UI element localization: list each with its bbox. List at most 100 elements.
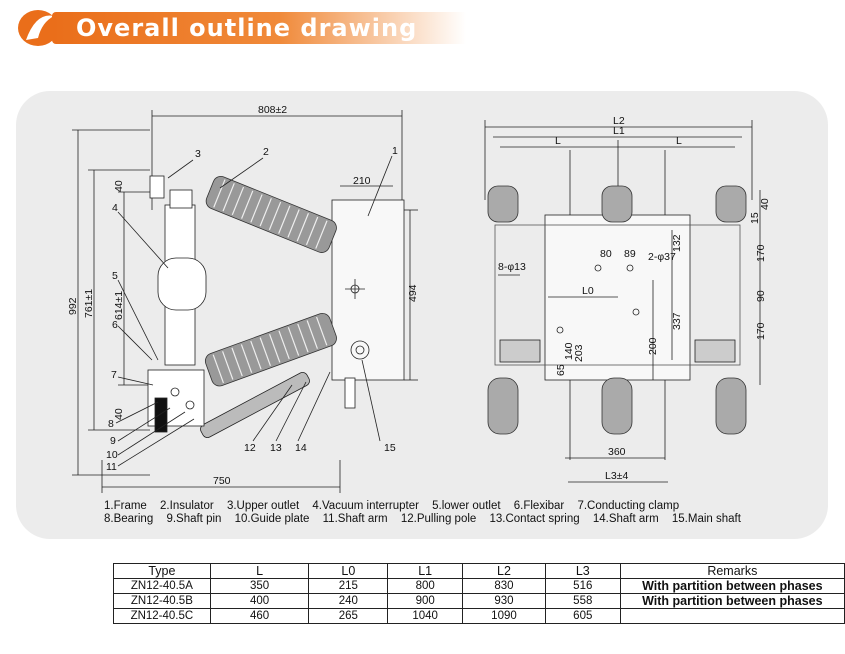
legend-item: 11.Shaft arm xyxy=(322,513,388,525)
legend-row-1: 1.Frame 2.Insulator 3.Upper outlet 4.Vac… xyxy=(104,500,689,512)
col-header: L2 xyxy=(462,563,546,579)
legend-item: 3.Upper outlet xyxy=(226,500,300,512)
header-banner: Overall outline drawing xyxy=(16,8,466,48)
table-cell: 240 xyxy=(308,593,389,609)
table-cell xyxy=(619,608,845,624)
legend-item: 8.Bearing xyxy=(104,513,154,525)
table-cell: 215 xyxy=(308,578,389,594)
callout-13: 13 xyxy=(270,442,282,454)
table-row: ZN12-40.5C 460 265 1040 1090 605 xyxy=(113,608,845,624)
dim-808: 808±2 xyxy=(258,104,287,116)
dim-614: 614±1 xyxy=(113,291,125,320)
col-header: L0 xyxy=(308,563,389,579)
dim-203: 203 xyxy=(573,344,585,362)
callout-8: 8 xyxy=(108,418,114,430)
table-cell: 400 xyxy=(209,593,310,609)
page-title: Overall outline drawing xyxy=(76,14,418,42)
table-header-row: Type L L0 L1 L2 L3 Remarks xyxy=(113,563,845,579)
dim-r90: 90 xyxy=(755,290,767,302)
col-header: L xyxy=(209,563,310,579)
dim-992: 992 xyxy=(67,297,79,315)
table-cell: 350 xyxy=(209,578,310,594)
dim-r40: 40 xyxy=(759,198,771,210)
table-cell: ZN12-40.5A xyxy=(113,578,211,594)
dim-65: 65 xyxy=(555,364,567,376)
dim-360: 360 xyxy=(608,446,626,458)
drawing-panel xyxy=(16,91,828,539)
callout-14: 14 xyxy=(295,442,307,454)
dim-337: 337 xyxy=(671,312,683,330)
table-cell: 1040 xyxy=(387,608,464,624)
table-cell: 900 xyxy=(387,593,464,609)
col-header: Remarks xyxy=(619,563,845,579)
callout-7: 7 xyxy=(111,369,117,381)
col-header: L1 xyxy=(387,563,464,579)
hole-2-37: 2-φ37 xyxy=(648,251,676,263)
table-cell: 265 xyxy=(308,608,389,624)
right-view xyxy=(484,120,761,483)
legend-item: 4.Vacuum interrupter xyxy=(312,500,419,512)
dim-L-left: L xyxy=(555,135,561,147)
col-header: L3 xyxy=(544,563,621,579)
legend-item: 14.Shaft arm xyxy=(592,513,659,525)
callout-15: 15 xyxy=(384,442,396,454)
table-cell: 460 xyxy=(209,608,310,624)
dim-40a: 40 xyxy=(113,180,125,192)
legend-item: 1.Frame xyxy=(104,500,147,512)
callout-6: 6 xyxy=(112,319,118,331)
dim-r15: 15 xyxy=(749,212,761,224)
callout-9: 9 xyxy=(110,435,116,447)
spec-table: Type L L0 L1 L2 L3 Remarks ZN12-40.5A 35… xyxy=(113,563,845,624)
table-cell: ZN12-40.5C xyxy=(113,608,211,624)
table-cell: ZN12-40.5B xyxy=(113,593,211,609)
banner-bar xyxy=(52,12,466,44)
dim-L-right: L xyxy=(676,135,682,147)
dim-200: 200 xyxy=(647,337,659,355)
table-cell: 605 xyxy=(544,608,621,624)
callout-1: 1 xyxy=(392,145,398,157)
dim-761: 761±1 xyxy=(83,289,95,318)
dim-210: 210 xyxy=(353,175,371,187)
callout-11: 11 xyxy=(106,461,117,473)
callout-5: 5 xyxy=(112,270,118,282)
dim-L1: L1 xyxy=(613,125,625,137)
table-cell: 830 xyxy=(462,578,546,594)
dim-89: 89 xyxy=(624,248,636,260)
legend-item: 10.Guide plate xyxy=(234,513,310,525)
table-row: ZN12-40.5A 350 215 800 830 516 With part… xyxy=(113,578,845,594)
legend-item: 9.Shaft pin xyxy=(166,513,222,525)
callout-2: 2 xyxy=(263,146,269,158)
dim-r170b: 170 xyxy=(755,322,767,340)
legend-item: 2.Insulator xyxy=(160,500,214,512)
callout-10: 10 xyxy=(106,449,118,461)
left-view xyxy=(72,110,418,493)
legend-item: 6.Flexibar xyxy=(513,500,565,512)
legend-row-2: 8.Bearing 9.Shaft pin 10.Guide plate 11.… xyxy=(104,513,751,525)
dim-L0: L0 xyxy=(582,285,594,297)
table-row: ZN12-40.5B 400 240 900 930 558 With part… xyxy=(113,593,845,609)
callout-3: 3 xyxy=(195,148,201,160)
dim-494: 494 xyxy=(407,284,419,302)
table-cell: 800 xyxy=(387,578,464,594)
col-header: Type xyxy=(113,563,211,579)
legend-item: 5.lower outlet xyxy=(432,500,501,512)
legend-item: 12.Pulling pole xyxy=(400,513,477,525)
legend-item: 15.Main shaft xyxy=(671,513,741,525)
legend-item: 13.Contact spring xyxy=(489,513,580,525)
dim-40b: 40 xyxy=(113,408,125,420)
callout-12: 12 xyxy=(244,442,256,454)
dim-L3: L3±4 xyxy=(605,470,628,482)
table-cell: 516 xyxy=(544,578,621,594)
dim-r170a: 170 xyxy=(755,244,767,262)
dim-132: 132 xyxy=(671,234,683,252)
legend-item: 7.Conducting clamp xyxy=(577,500,680,512)
dim-750: 750 xyxy=(213,475,231,487)
table-cell: 930 xyxy=(462,593,546,609)
table-cell: With partition between phases xyxy=(619,578,845,594)
dim-140: 140 xyxy=(563,342,575,360)
callout-4: 4 xyxy=(112,202,118,214)
hole-8-13: 8-φ13 xyxy=(498,261,526,273)
table-cell: 1090 xyxy=(462,608,546,624)
logo-icon xyxy=(18,10,58,46)
